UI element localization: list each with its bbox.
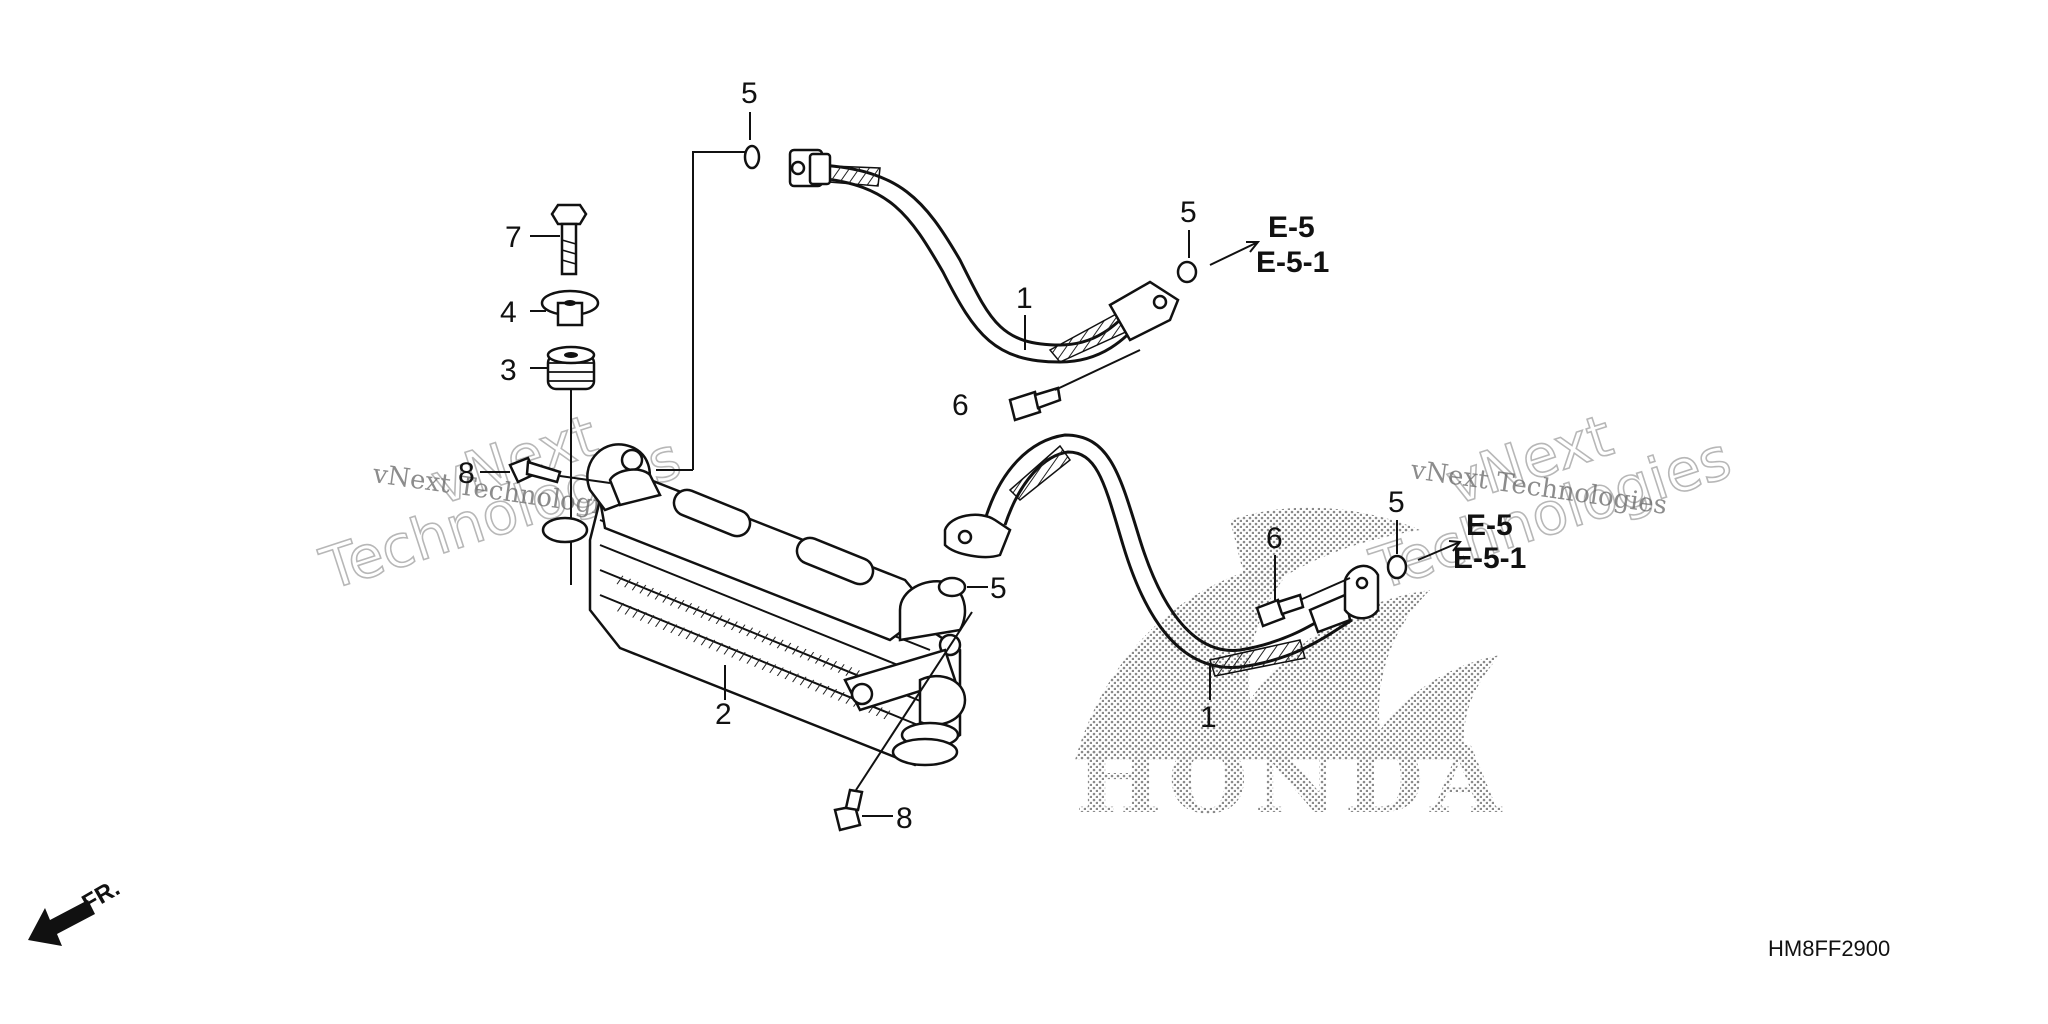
grommet-3 <box>546 345 596 391</box>
callout-2: 2 <box>715 698 732 731</box>
front-direction-arrow-icon <box>28 900 95 946</box>
honda-brand-mark: HONDA <box>1075 726 1507 834</box>
leader-8-bottom-axis <box>855 611 973 791</box>
oil-cooler-2 <box>541 443 967 767</box>
bracket-line-upper <box>692 151 745 470</box>
ref-lower-line2: E-5-1 <box>1453 542 1526 575</box>
oil-hose-upper <box>788 148 1180 364</box>
diagram-code: HM8FF2900 <box>1768 936 1890 961</box>
callout-5-upper-right: 5 <box>1180 196 1197 229</box>
oil-hose-lower <box>943 433 1380 677</box>
callout-5-top: 5 <box>741 77 758 110</box>
callout-8-left: 8 <box>458 457 475 490</box>
bolt-8-left <box>508 456 562 484</box>
callout-8-bottom: 8 <box>896 802 913 835</box>
callout-6-lower: 6 <box>1266 522 1283 555</box>
bolt-6-upper <box>1008 386 1062 422</box>
washer-5-top <box>743 144 761 170</box>
bolt-8-bottom <box>833 788 864 832</box>
leader-8-left-to-cooler <box>559 475 611 484</box>
bolt-7 <box>550 203 588 276</box>
callout-5-center: 5 <box>990 572 1007 605</box>
callout-6-upper: 6 <box>952 389 969 422</box>
leader-6-upper <box>1054 349 1141 391</box>
washer-5-lower-right <box>1386 554 1408 580</box>
ref-lower-line1: E-5 <box>1466 509 1513 542</box>
washer-5-center <box>937 576 967 598</box>
bolt-6-lower <box>1255 593 1305 628</box>
ref-upper-line1: E-5 <box>1268 211 1315 244</box>
callout-4: 4 <box>500 296 517 329</box>
callout-1-lower: 1 <box>1200 701 1217 734</box>
callout-3: 3 <box>500 354 517 387</box>
leader-6-lower-to-flange <box>1299 577 1351 601</box>
callout-1-upper: 1 <box>1016 282 1033 315</box>
washer-4 <box>540 289 600 327</box>
ref-upper-line2: E-5-1 <box>1256 246 1329 279</box>
callout-5-lower-right: 5 <box>1388 486 1405 519</box>
washer-5-upper-right <box>1176 260 1198 284</box>
arrow-upper-right <box>1209 241 1261 266</box>
callout-7: 7 <box>505 221 522 254</box>
arrow-lower-right <box>1417 540 1462 561</box>
